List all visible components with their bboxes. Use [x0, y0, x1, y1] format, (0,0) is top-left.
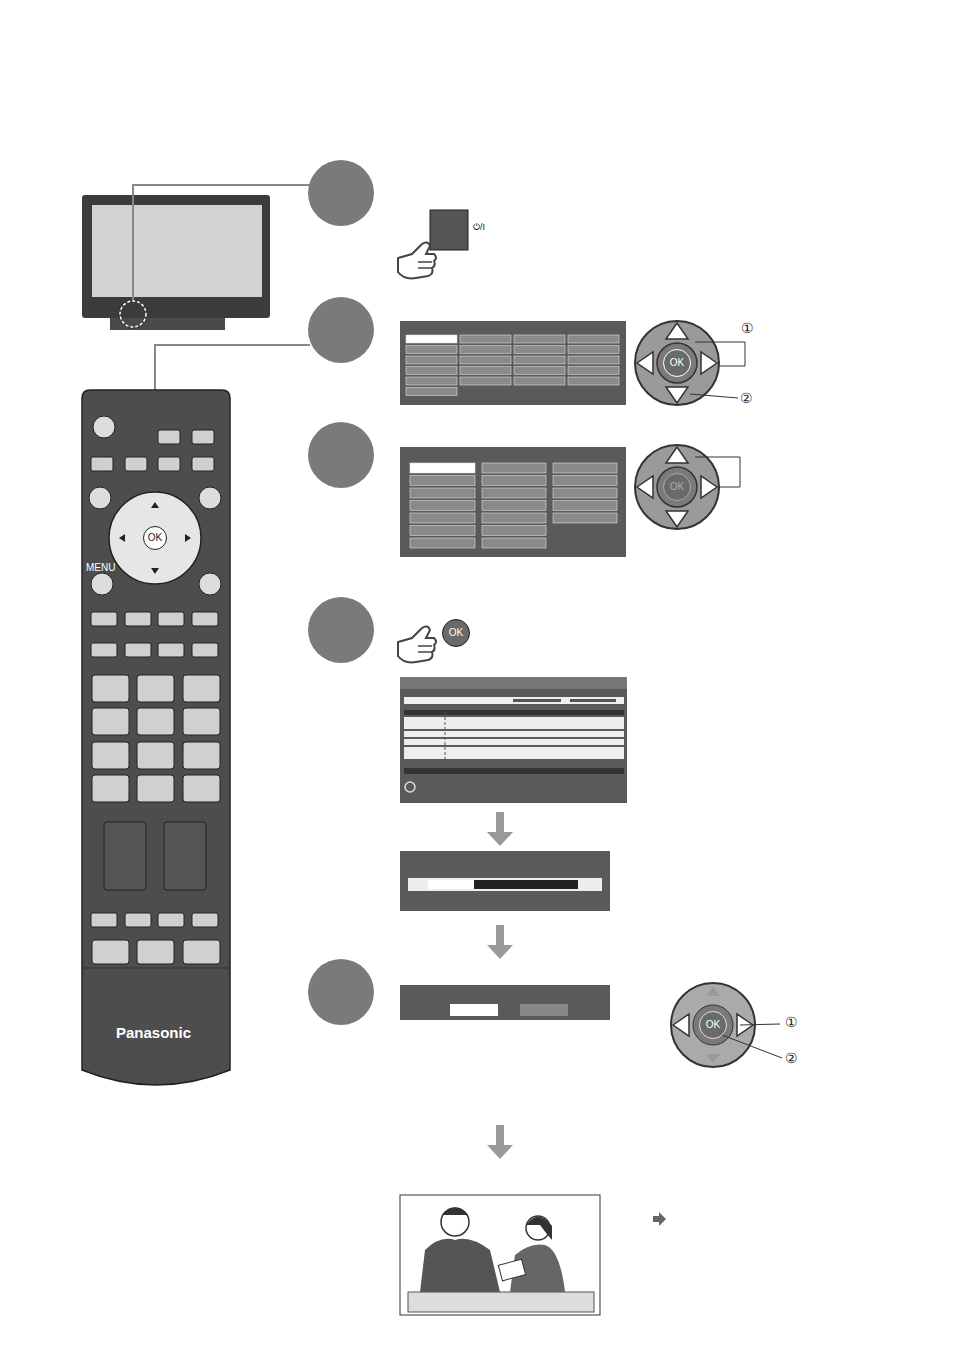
- button-text: OK: [670, 482, 684, 492]
- button-text: OK: [148, 533, 162, 543]
- button-text: OK: [449, 628, 463, 638]
- callout-number: ②: [785, 1051, 798, 1065]
- ok-button: OK: [663, 349, 691, 377]
- callout-number: ①: [785, 1015, 798, 1029]
- callout-number: ②: [740, 391, 753, 405]
- ok-button: OK: [442, 619, 470, 647]
- ok-button: OK: [143, 526, 167, 550]
- ok-button: OK: [699, 1011, 727, 1039]
- button-label: MENU: [86, 563, 115, 573]
- power-symbol: ⏻/I: [473, 223, 485, 232]
- callout-number: ①: [741, 321, 754, 335]
- button-text: OK: [670, 358, 684, 368]
- button-text: OK: [706, 1020, 720, 1030]
- brand-logo: Panasonic: [116, 1025, 191, 1040]
- ok-button: OK: [663, 473, 691, 501]
